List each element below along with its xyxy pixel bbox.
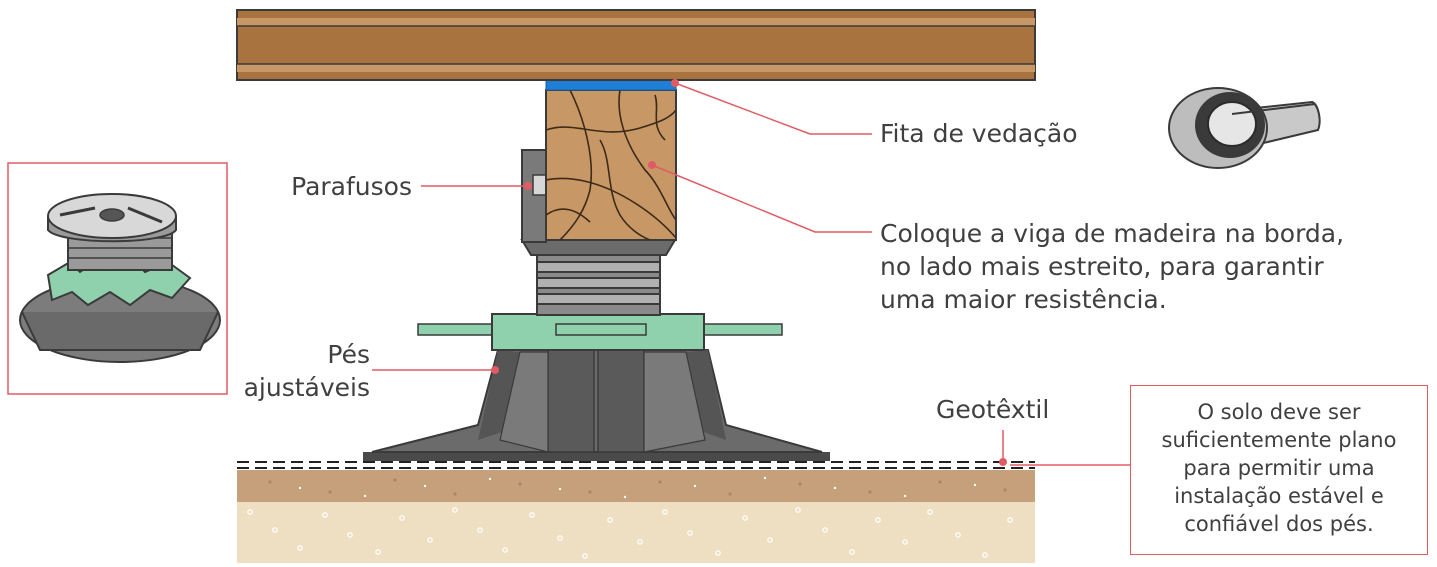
soil-note-line-4: instalação estável e [1174,484,1384,508]
threaded-screw [536,254,661,316]
leader-dots [491,79,1007,466]
label-pes-line-1: Pés [327,340,370,369]
sealing-tape [545,79,677,91]
soil-note-text: O solo deve ser suficientemente plano pa… [1131,398,1427,538]
deck-board [236,9,1036,81]
soil-layer [237,470,1035,502]
green-adjustment-ring [417,313,783,351]
label-fita-de-vedacao: Fita de vedação [880,119,1078,148]
soil-note-box: O solo deve ser suficientemente plano pa… [1130,385,1428,555]
wooden-beam-end [545,89,677,241]
leader-lines [372,82,1130,466]
geotextile-layer [237,461,1035,469]
support-head [520,149,677,256]
label-coloque-line-3: uma maior resistência. [880,285,1167,314]
soil-note-line-5: confiável dos pés. [1184,512,1374,536]
soil-note-line-1: O solo deve ser [1197,400,1361,424]
label-coloque-line-1: Coloque a viga de madeira na borda, [880,219,1345,248]
label-geotextil: Geotêxtil [936,395,1050,424]
label-pes-ajustaveis: Pés ajustáveis [240,338,370,404]
pedestal-photo-frame [7,162,228,395]
pedestal-icon [19,193,221,363]
pedestal-base [363,349,830,461]
tape-roll-icon [1168,87,1321,169]
soil-note-line-3: para permitir uma [1183,456,1375,480]
label-parafusos: Parafusos [291,172,412,201]
label-pes-line-2: ajustáveis [243,373,370,402]
label-coloque-line-2: no lado mais estreito, para garantir [880,252,1324,281]
label-coloque-viga: Coloque a viga de madeira na borda, no l… [880,217,1400,316]
soil-note-line-2: suficientemente plano [1161,428,1397,452]
gravel-layer [237,500,1035,563]
